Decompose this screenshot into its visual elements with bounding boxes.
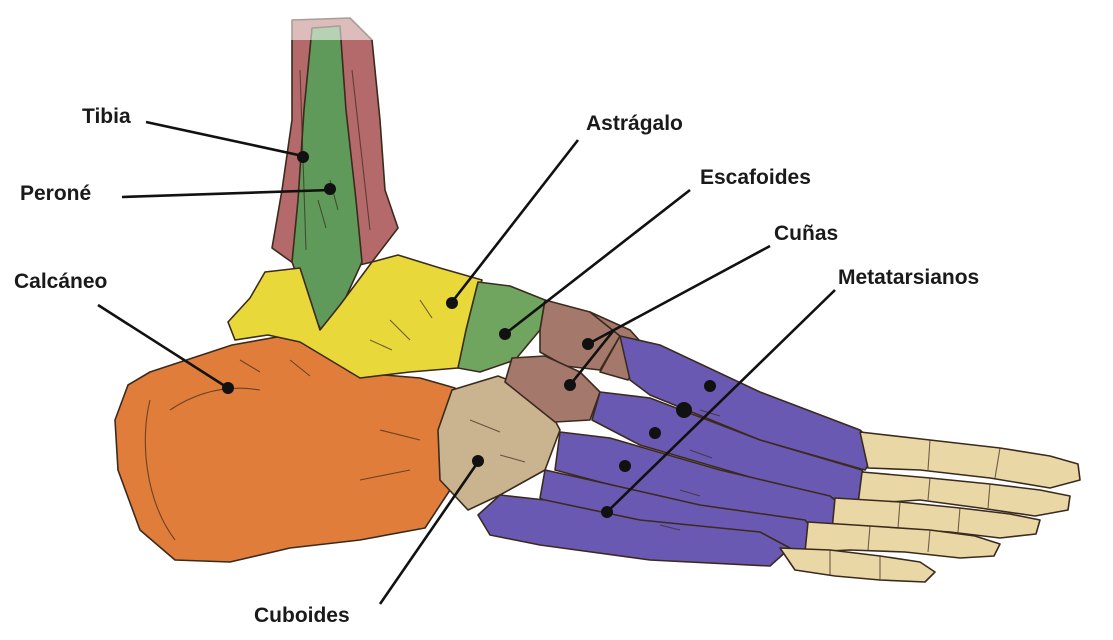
metatarsianos-leader [606,289,836,513]
cunas-bone-2 [504,355,601,423]
perone-leader [121,188,331,199]
cunas-dot-2 [564,379,576,391]
calcaneo-dot [222,382,234,394]
falanges-group [779,431,1081,583]
label-calcaneo: Calcáneo [14,270,107,293]
cunas-leader-2 [568,329,616,386]
escafoides-dot [499,328,511,340]
cuboides-dot [472,455,484,467]
cunas-leader-1 [587,244,771,346]
metatarsianos-group [477,335,881,567]
calcaneo-leader [97,303,229,390]
label-astragalo: Astrágalo [586,112,683,135]
label-escafoides: Escafoides [700,166,811,189]
label-perone: Peroné [20,182,91,205]
leg-bones [270,0,400,333]
cunas-dot-1 [582,338,594,350]
perone-dot [324,183,336,195]
escafoides-leader [504,188,691,336]
cuboides-leader [378,461,480,605]
tibia-leader [145,120,304,158]
metatarsianos-dot-4 [619,460,631,472]
label-cuboides: Cuboides [254,604,350,627]
tibia-dot [297,151,309,163]
metatarsianos-dot-1 [704,380,716,392]
astragalo-dot [446,297,458,309]
metatarsianos-dot-3 [649,427,661,439]
metatarsianos-dot-2 [676,402,692,418]
label-cunas: Cuñas [774,222,838,245]
label-metatarsianos: Metatarsianos [838,266,979,289]
astragalo-leader [450,139,580,303]
leader-lines [97,120,836,605]
metatarsianos-dot-5 [601,506,613,518]
label-tibia: Tibia [82,105,131,128]
labels: Tibia Peroné Calcáneo Astrágalo Escafoid… [14,105,979,627]
